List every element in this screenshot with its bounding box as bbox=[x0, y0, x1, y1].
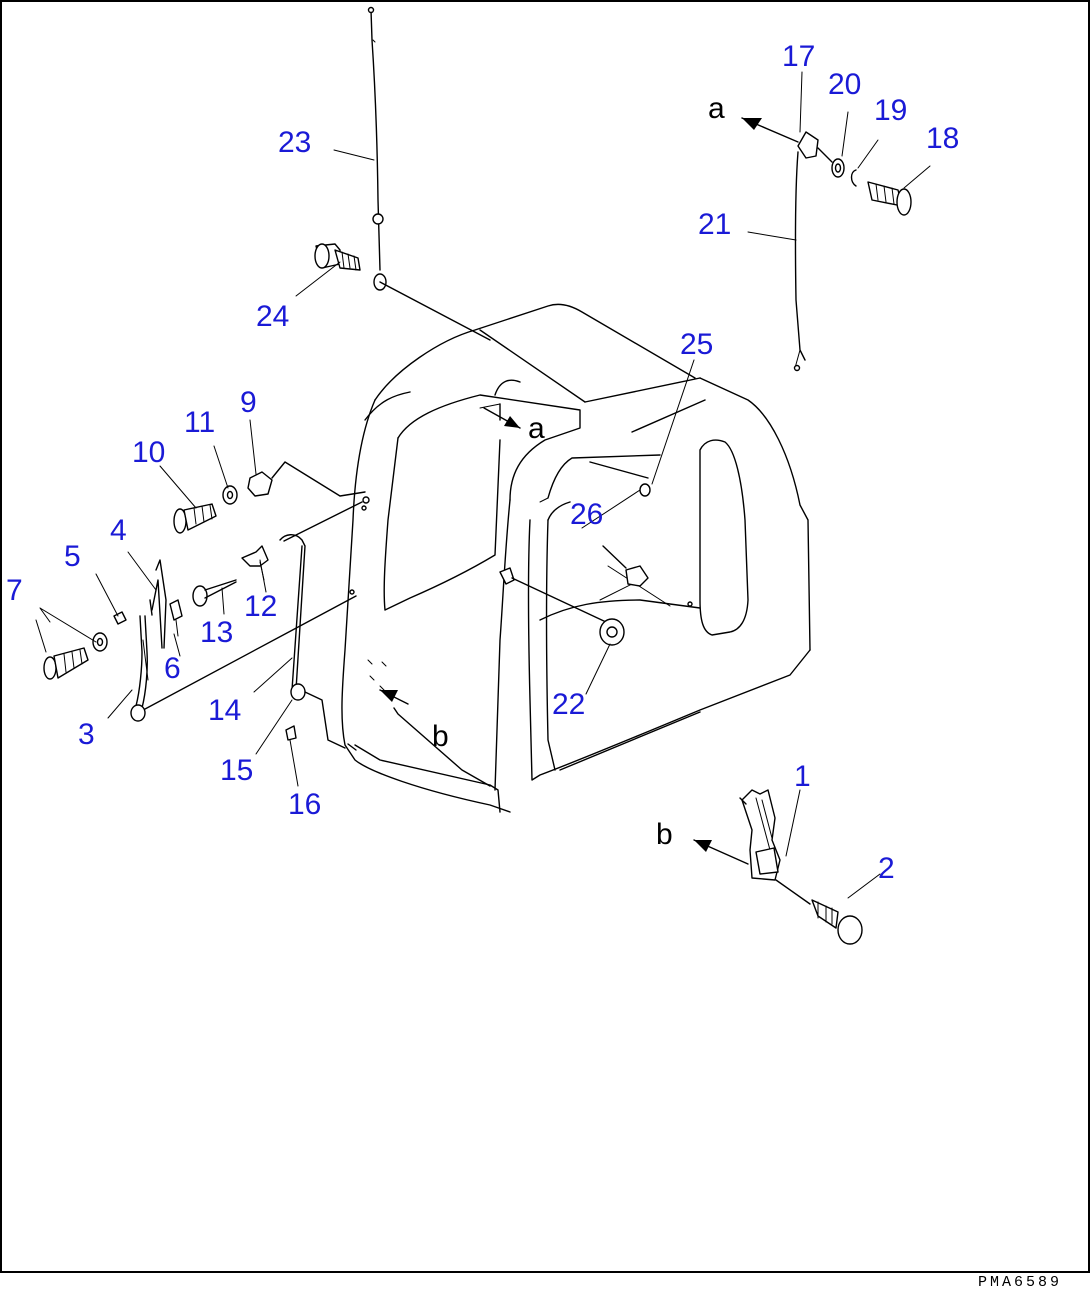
door-lock-assembly bbox=[739, 789, 863, 945]
leader-lines bbox=[35, 71, 931, 899]
view-arrows bbox=[379, 117, 799, 865]
drawing-code: PMA6589 bbox=[978, 1274, 1062, 1291]
wiper-linkage bbox=[131, 461, 370, 751]
cab-body bbox=[341, 303, 811, 813]
label-part-1: 1 bbox=[794, 760, 811, 793]
label-part-3: 3 bbox=[78, 718, 95, 751]
label-part-4: 4 bbox=[110, 514, 127, 547]
label-part-11: 11 bbox=[184, 406, 215, 439]
label-part-26: 26 bbox=[570, 498, 603, 531]
view-label-a-top: a bbox=[708, 92, 725, 125]
label-part-18: 18 bbox=[926, 122, 959, 155]
view-label-a-cab: a bbox=[528, 412, 545, 445]
label-part-20: 20 bbox=[828, 68, 861, 101]
label-part-17: 17 bbox=[782, 40, 815, 73]
antenna-assembly bbox=[314, 6, 491, 341]
label-part-21: 21 bbox=[698, 208, 731, 241]
label-part-23: 23 bbox=[278, 126, 311, 159]
cab-fittings bbox=[499, 483, 651, 646]
label-part-22: 22 bbox=[552, 688, 585, 721]
view-label-b-bottom: b bbox=[656, 818, 673, 851]
label-part-5: 5 bbox=[64, 540, 81, 573]
plug-26 bbox=[639, 483, 651, 497]
label-part-2: 2 bbox=[878, 852, 895, 885]
label-part-25: 25 bbox=[680, 328, 713, 361]
label-part-16: 16 bbox=[288, 788, 321, 821]
cable-assembly bbox=[793, 131, 912, 372]
hole-detail bbox=[687, 601, 693, 607]
label-part-7: 7 bbox=[6, 574, 23, 607]
label-part-24: 24 bbox=[256, 300, 289, 333]
label-part-15: 15 bbox=[220, 754, 253, 787]
label-part-14: 14 bbox=[208, 694, 241, 727]
part-number-labels: 1 2 3 4 5 6 7 9 10 11 12 13 14 15 16 17 … bbox=[6, 40, 959, 885]
label-part-19: 19 bbox=[874, 94, 907, 127]
label-part-9: 9 bbox=[240, 386, 257, 419]
label-part-13: 13 bbox=[200, 616, 233, 649]
view-label-b-cab: b bbox=[432, 720, 449, 753]
wiper-arm-assembly bbox=[43, 559, 183, 722]
label-part-10: 10 bbox=[132, 436, 165, 469]
label-part-12: 12 bbox=[244, 590, 277, 623]
label-part-6: 6 bbox=[164, 652, 181, 685]
view-letters: a a b b bbox=[432, 92, 725, 851]
